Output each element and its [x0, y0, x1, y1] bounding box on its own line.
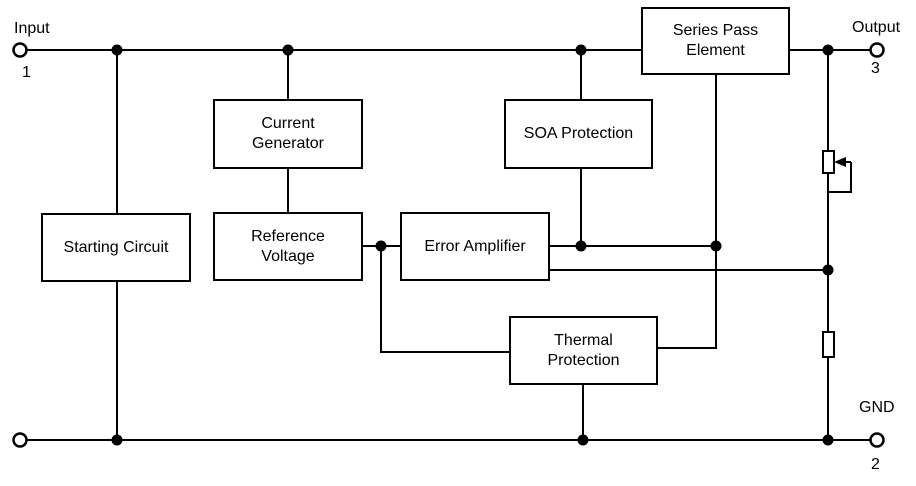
- junction-dot: [577, 434, 589, 446]
- junction-dot: [822, 264, 834, 276]
- potentiometer-wiper-arrow: [834, 157, 846, 167]
- junction-dot: [575, 240, 587, 252]
- junction-dot: [710, 240, 722, 252]
- ground-pin-number: 2: [871, 456, 880, 473]
- output-terminal-label: Output: [852, 19, 901, 36]
- potentiometer-body: [822, 150, 835, 174]
- block-thermal-protection: Thermal Protection: [509, 316, 658, 385]
- block-current-generator: Current Generator: [213, 99, 363, 169]
- block-label: SOA Protection: [523, 125, 634, 142]
- output-pin-number: 3: [871, 60, 880, 77]
- junction-dot: [375, 240, 387, 252]
- block-reference-voltage: Reference Voltage: [213, 212, 363, 281]
- block-starting-circuit: Starting Circuit: [41, 213, 191, 282]
- ground-terminal-label: GND: [859, 399, 895, 416]
- junction-dot: [822, 44, 834, 56]
- junction-dot: [575, 44, 587, 56]
- input-terminal-circle: [12, 42, 28, 58]
- block-error-amplifier: Error Amplifier: [400, 212, 550, 281]
- block-label: Thermal Protection: [547, 331, 620, 369]
- ground-terminal-circle: [869, 432, 885, 448]
- input-terminal-label: Input: [14, 20, 50, 37]
- output-terminal-circle: [869, 42, 885, 58]
- block-label: Reference Voltage: [251, 227, 325, 265]
- potentiometer-icon: [822, 150, 852, 193]
- block-series-pass-element: Series Pass Element: [641, 7, 790, 75]
- block-label: Starting Circuit: [63, 238, 169, 256]
- junction-dots: [111, 44, 834, 446]
- junction-dot: [822, 434, 834, 446]
- resistor-icon: [822, 331, 835, 358]
- junction-dot: [111, 434, 123, 446]
- ground-left-terminal-circle: [12, 432, 28, 448]
- block-label: Error Amplifier: [424, 237, 526, 255]
- junction-dot: [282, 44, 294, 56]
- input-pin-number: 1: [22, 64, 31, 81]
- junction-dot: [111, 44, 123, 56]
- block-label: Current Generator: [251, 115, 325, 152]
- terminal-circles: [12, 42, 885, 448]
- block-soa-protection: SOA Protection: [504, 99, 653, 169]
- block-label: Series Pass Element: [672, 22, 759, 59]
